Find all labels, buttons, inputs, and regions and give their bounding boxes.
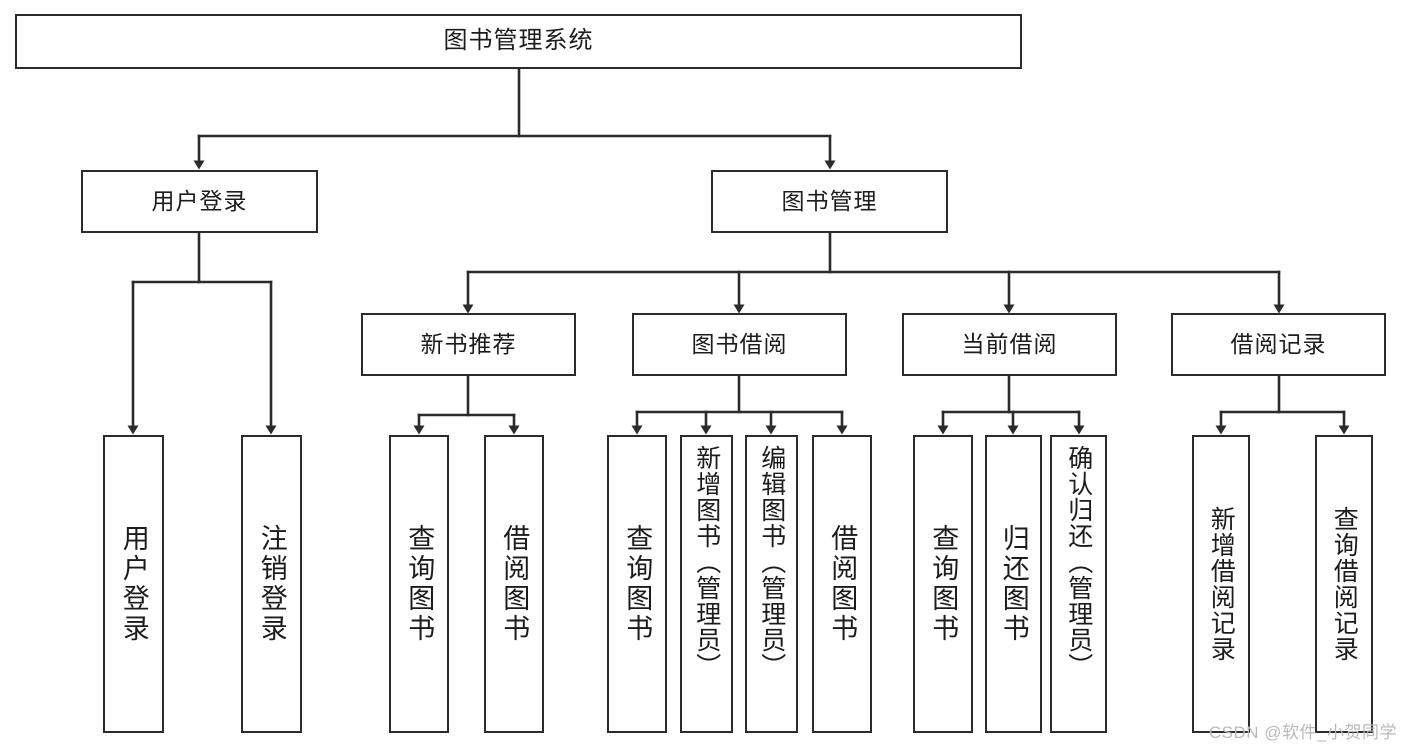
node-root[interactable]: 图书管理系统 xyxy=(15,14,1022,69)
leaf-edit-book-admin-label: 编辑图书（管理员） xyxy=(757,445,786,679)
leaf-query-book-1-label: 查询图书 xyxy=(404,524,435,644)
leaf-edit-book-admin[interactable]: 编辑图书（管理员） xyxy=(745,435,798,733)
leaf-add-borrow-record-label: 新增借阅记录 xyxy=(1207,506,1236,662)
leaf-logout[interactable]: 注销登录 xyxy=(241,435,302,733)
leaf-query-book-1[interactable]: 查询图书 xyxy=(389,435,449,733)
node-book-management[interactable]: 图书管理 xyxy=(711,170,948,233)
leaf-add-book-admin[interactable]: 新增图书（管理员） xyxy=(680,435,733,733)
node-borrow-records-label: 借阅记录 xyxy=(1230,330,1327,357)
node-current-borrow[interactable]: 当前借阅 xyxy=(902,313,1117,376)
leaf-user-login-label: 用户登录 xyxy=(118,524,149,644)
leaf-return-book-label: 归还图书 xyxy=(998,524,1029,644)
leaf-query-book-2-label: 查询图书 xyxy=(622,524,653,644)
leaf-add-borrow-record[interactable]: 新增借阅记录 xyxy=(1192,435,1250,733)
leaf-borrow-book-1[interactable]: 借阅图书 xyxy=(484,435,544,733)
leaf-confirm-return-admin[interactable]: 确认归还（管理员） xyxy=(1050,435,1107,733)
watermark: CSDN @软件_小贺同学 xyxy=(1208,723,1397,742)
node-new-book-recommend[interactable]: 新书推荐 xyxy=(361,313,576,376)
leaf-confirm-return-admin-label: 确认归还（管理员） xyxy=(1064,445,1093,679)
leaf-logout-label: 注销登录 xyxy=(256,524,287,644)
node-book-management-label: 图书管理 xyxy=(781,187,878,214)
leaf-borrow-book-1-label: 借阅图书 xyxy=(499,524,530,644)
leaf-query-borrow-record[interactable]: 查询借阅记录 xyxy=(1315,435,1373,733)
leaf-query-borrow-record-label: 查询借阅记录 xyxy=(1330,506,1359,662)
node-new-book-recommend-label: 新书推荐 xyxy=(420,330,517,357)
node-borrow-records[interactable]: 借阅记录 xyxy=(1171,313,1386,376)
leaf-borrow-book-2[interactable]: 借阅图书 xyxy=(812,435,872,733)
node-user-login[interactable]: 用户登录 xyxy=(81,170,318,233)
leaf-add-book-admin-label: 新增图书（管理员） xyxy=(692,445,721,679)
node-user-login-label: 用户登录 xyxy=(151,187,248,214)
node-book-borrow[interactable]: 图书借阅 xyxy=(632,313,847,376)
leaf-query-book-3-label: 查询图书 xyxy=(928,524,959,644)
leaf-query-book-3[interactable]: 查询图书 xyxy=(913,435,973,733)
leaf-user-login[interactable]: 用户登录 xyxy=(103,435,164,733)
leaf-return-book[interactable]: 归还图书 xyxy=(985,435,1042,733)
node-book-borrow-label: 图书借阅 xyxy=(691,330,788,357)
leaf-query-book-2[interactable]: 查询图书 xyxy=(607,435,667,733)
node-root-label: 图书管理系统 xyxy=(443,27,594,55)
leaf-borrow-book-2-label: 借阅图书 xyxy=(827,524,858,644)
node-current-borrow-label: 当前借阅 xyxy=(961,330,1058,357)
